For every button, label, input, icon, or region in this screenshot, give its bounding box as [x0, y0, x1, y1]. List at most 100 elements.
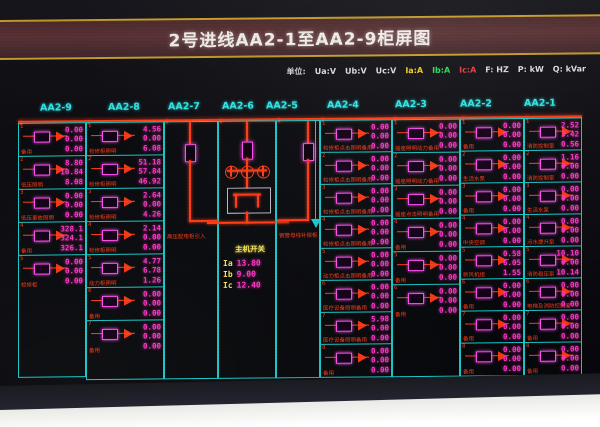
- phase-value: 0.00: [502, 171, 521, 181]
- phase-value: 0.00: [370, 131, 389, 141]
- cabinet-column-aa2-5[interactable]: 钢管母线补偿柜: [276, 119, 321, 379]
- breaker-symbol-icon: [91, 295, 135, 308]
- breaker-symbol-icon: [325, 127, 369, 140]
- phase-value: 0.00: [502, 290, 521, 300]
- feeder-cell-number: 2: [20, 156, 24, 163]
- feeder-cell-number: 3: [462, 183, 466, 190]
- phase-value: 0.56: [560, 139, 579, 149]
- phase-value: 0.00: [560, 171, 579, 181]
- feeder-cell-name: 备用: [89, 348, 101, 355]
- breaker-symbol-icon: [325, 191, 369, 204]
- phase-value: 0.00: [502, 139, 521, 149]
- breaker-symbol-icon: [23, 130, 67, 143]
- unit-q: Q: kVar: [552, 63, 586, 74]
- unit-ic: Ic:A: [459, 64, 477, 75]
- feeder-cell-number: 1: [20, 123, 24, 130]
- feeder-cell-number: 5: [20, 255, 24, 262]
- phase-value: 0.00: [502, 322, 521, 332]
- phase-value: 4.26: [142, 209, 161, 219]
- feeder-cell-name: 备用: [395, 245, 407, 252]
- breaker-symbol-icon: [397, 193, 441, 206]
- phase-value: 0.00: [64, 200, 83, 210]
- feeder-cell-name: 插座照明动力备用: [395, 145, 440, 153]
- cabinet-label-aa2-4: AA2-4: [327, 99, 359, 111]
- phase-value: 0.00: [560, 321, 579, 331]
- page-title: 2号进线AA2-1至AA2-9柜屏图: [168, 28, 432, 51]
- breaker-phase-value: 13.80: [236, 258, 261, 268]
- feeder-cell-number: 2: [394, 153, 398, 160]
- sld-tie: [277, 219, 309, 222]
- breaker-symbol-icon: [325, 319, 369, 332]
- unit-ia: Ia:A: [405, 65, 424, 75]
- cabinet-column-aa2-7[interactable]: 高压配电柜引入: [164, 120, 219, 380]
- circuit-breaker-icon[interactable]: [227, 187, 271, 214]
- breaker-phase-key: Ia: [223, 258, 233, 268]
- phase-value: 0.00: [560, 363, 579, 373]
- feeder-cell-number: 8: [526, 342, 530, 349]
- phase-value: 0.00: [142, 199, 161, 209]
- phase-value: 0.00: [64, 275, 83, 285]
- phase-value: 0.00: [370, 355, 389, 365]
- phase-value: 0.00: [370, 195, 389, 205]
- cabinet-label-aa2-8: AA2-8: [108, 101, 140, 113]
- phase-value: 0.00: [64, 266, 83, 276]
- feeder-cell-number: 6: [526, 278, 530, 285]
- phase-value: 0.00: [142, 331, 161, 341]
- breaker-phase-key: Ic: [223, 280, 233, 290]
- phase-value: 0.00: [560, 353, 579, 363]
- feeder-cell-number: 5: [462, 247, 466, 254]
